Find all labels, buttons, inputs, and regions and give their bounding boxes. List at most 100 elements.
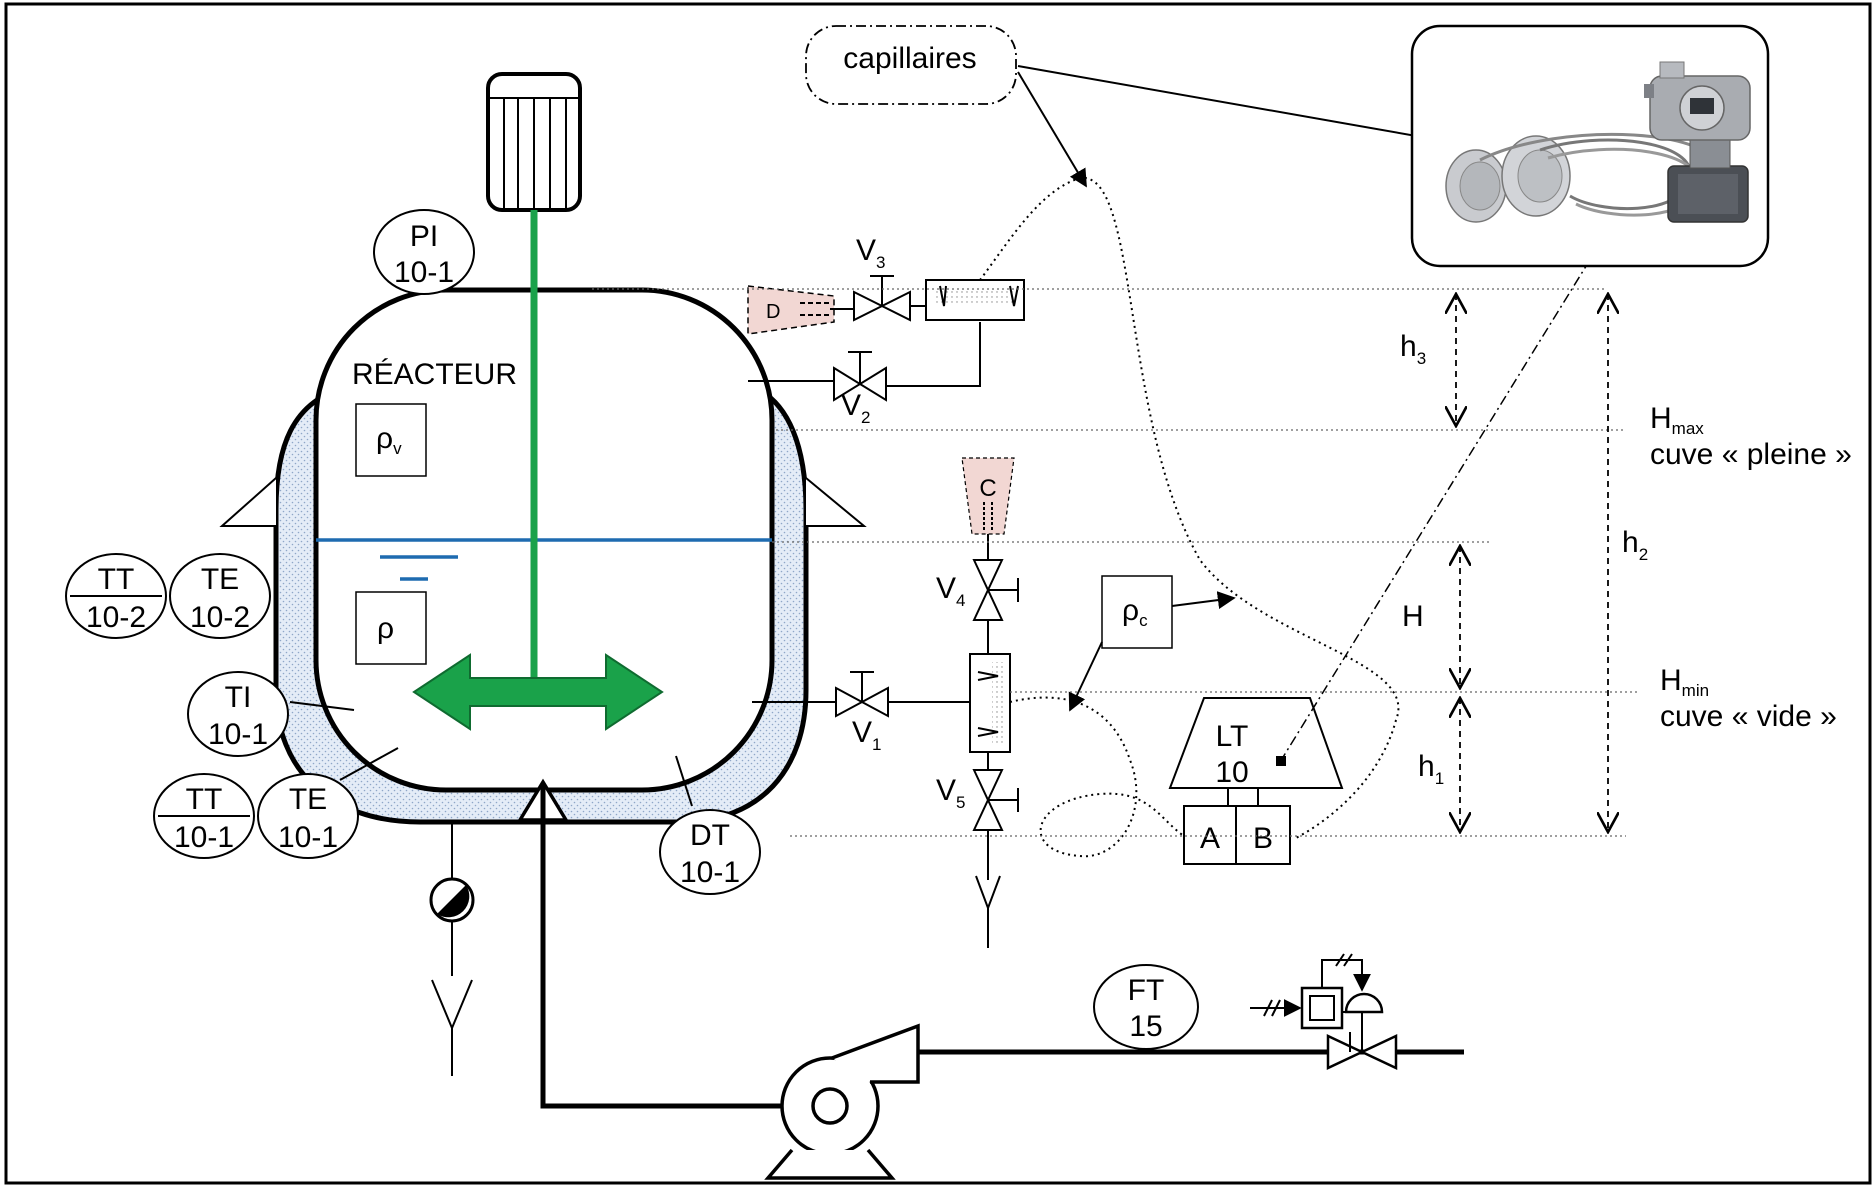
svg-text:V4: V4 bbox=[936, 572, 965, 610]
rho-v-symbol: ρ bbox=[376, 422, 393, 455]
svg-text:V5: V5 bbox=[936, 774, 965, 812]
te-10-2-bubble bbox=[169, 553, 271, 639]
svg-text:h1: h1 bbox=[1418, 750, 1444, 788]
port-b-label: B bbox=[1253, 822, 1273, 855]
lt-10-body bbox=[1168, 697, 1344, 789]
pi-number: 10-1 bbox=[394, 256, 454, 289]
te-10-1: TE 10-1 bbox=[257, 773, 359, 859]
hmin-label: H bbox=[1660, 664, 1682, 697]
h2-sub: 2 bbox=[1639, 545, 1648, 564]
full-label: cuve « pleine » bbox=[1650, 438, 1852, 471]
differential-pressure-transmitter-photo bbox=[1410, 24, 1770, 268]
level-labels: Hmax cuve « pleine » Hmin cuve « vide » bbox=[1650, 402, 1852, 733]
hmax-label: H bbox=[1650, 402, 1672, 435]
valve-v3[interactable] bbox=[853, 275, 911, 322]
h2-label: h bbox=[1622, 526, 1639, 559]
hmin-sub: min bbox=[1682, 681, 1709, 700]
rho-c-box bbox=[1101, 575, 1173, 649]
pump-suction-line bbox=[540, 785, 790, 1109]
d-sensor bbox=[747, 285, 835, 335]
reactor-label: RÉACTEUR bbox=[352, 358, 517, 391]
capillaries: capillaires bbox=[805, 25, 1498, 858]
empty-label: cuve « vide » bbox=[1660, 700, 1837, 733]
rho-c: ρc bbox=[1068, 575, 1236, 712]
valve-v5[interactable] bbox=[972, 769, 1019, 831]
ti-label: TI bbox=[225, 681, 252, 714]
capillaires-callout bbox=[805, 25, 1017, 105]
level-reference-lines bbox=[592, 288, 1640, 837]
rho-c-symbol: ρ bbox=[1122, 594, 1139, 627]
valve-v4[interactable] bbox=[972, 559, 1019, 621]
v1-sub: 1 bbox=[872, 735, 881, 754]
te-10-2: TE 10-2 bbox=[169, 553, 271, 639]
svg-text:V1: V1 bbox=[852, 716, 881, 754]
lt-label: LT bbox=[1216, 720, 1249, 753]
lt-number: 10 bbox=[1215, 756, 1248, 789]
h1-sub: 1 bbox=[1435, 769, 1444, 788]
ti-10-1: TI 10-1 bbox=[187, 671, 355, 757]
svg-text:h2: h2 bbox=[1622, 526, 1648, 564]
ti-10-1-bubble bbox=[187, 671, 289, 757]
c-sensor bbox=[961, 457, 1015, 535]
svg-text:h3: h3 bbox=[1400, 330, 1426, 368]
hmax-sub: max bbox=[1672, 419, 1705, 438]
svg-text:ρc: ρc bbox=[1122, 594, 1148, 630]
pi-label: PI bbox=[410, 220, 438, 253]
ft-15-bubble bbox=[1093, 964, 1199, 1050]
v3-label: V bbox=[856, 234, 876, 267]
tt1-label: TT bbox=[186, 783, 223, 816]
centrifugal-pump-icon bbox=[764, 1023, 920, 1180]
lt-photo-pointer bbox=[1279, 249, 1597, 763]
tt2-label: TT bbox=[98, 563, 135, 596]
reactor: RÉACTEUR ρv ρ bbox=[219, 287, 867, 825]
svg-text:V3: V3 bbox=[856, 234, 885, 272]
H-label: H bbox=[1402, 600, 1424, 633]
ft-label: FT bbox=[1128, 974, 1165, 1007]
rho-c-sub: c bbox=[1139, 611, 1148, 630]
pi-10-1-bubble bbox=[373, 209, 475, 295]
upper-impulse-line: V2 V3 D bbox=[747, 234, 1025, 427]
tt-10-2: TT 10-2 bbox=[65, 553, 167, 639]
dt-10-1-bubble bbox=[659, 809, 761, 895]
pi-10-1: PI 10-1 bbox=[373, 209, 475, 295]
te2-label: TE bbox=[201, 563, 239, 596]
rho-v-box bbox=[355, 403, 427, 477]
v5-sub: 5 bbox=[956, 793, 965, 812]
h1-label: h bbox=[1418, 750, 1435, 783]
capillaires-label: capillaires bbox=[843, 42, 976, 75]
dt-number: 10-1 bbox=[680, 856, 740, 889]
right-support-lug bbox=[805, 477, 867, 527]
valve-v1[interactable] bbox=[835, 671, 889, 718]
v4-label: V bbox=[936, 572, 956, 605]
svg-text:Hmax: Hmax bbox=[1650, 402, 1704, 438]
tt-10-1: TT 10-1 bbox=[153, 747, 399, 859]
v1-label: V bbox=[852, 716, 872, 749]
port-a-label: A bbox=[1200, 822, 1220, 855]
agitator bbox=[412, 72, 664, 731]
valve-v2[interactable] bbox=[833, 351, 887, 402]
bottom-piping: FT 15 bbox=[429, 778, 1464, 1180]
svg-text:ρv: ρv bbox=[376, 422, 402, 458]
lt-10-transmitter: LT 10 A B bbox=[1168, 654, 1344, 865]
v5-outlet bbox=[975, 875, 1001, 911]
rho-v-sub: v bbox=[393, 439, 402, 458]
h3-sub: 3 bbox=[1417, 349, 1426, 368]
lower-impulse-line: V1 C V4 V5 bbox=[752, 457, 1019, 948]
te2-number: 10-2 bbox=[190, 601, 250, 634]
d-label: D bbox=[766, 301, 780, 323]
drain-outlet bbox=[431, 979, 473, 1031]
ti-number: 10-1 bbox=[208, 718, 268, 751]
lower-capillary bbox=[1009, 696, 1185, 858]
ft-number: 15 bbox=[1129, 1010, 1162, 1043]
v5-label: V bbox=[936, 774, 956, 807]
te1-number: 10-1 bbox=[278, 821, 338, 854]
h3-label: h bbox=[1400, 330, 1417, 363]
lt-port-b bbox=[1235, 805, 1291, 865]
v2-sub: 2 bbox=[861, 408, 870, 427]
c-label: C bbox=[979, 475, 996, 502]
outer-frame bbox=[4, 2, 1872, 1185]
svg-text:V2: V2 bbox=[841, 389, 870, 427]
tt1-number: 10-1 bbox=[174, 821, 234, 854]
